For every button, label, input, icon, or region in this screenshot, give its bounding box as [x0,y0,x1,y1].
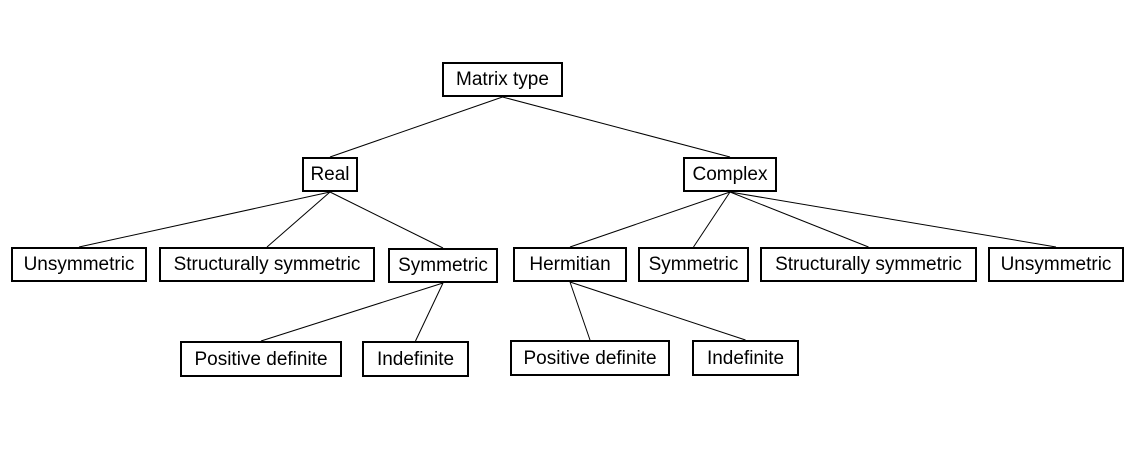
node-hermitian-positive-definite: Positive definite [510,340,670,376]
node-complex-hermitian: Hermitian [513,247,627,282]
node-real-unsymmetric: Unsymmetric [11,247,147,282]
node-matrix-type: Matrix type [442,62,563,97]
node-complex-unsymmetric: Unsymmetric [988,247,1124,282]
edge-real-to-real-structurally-symmetric [266,191,331,248]
edge-matrix-type-to-complex [502,96,731,158]
edge-complex-hermitian-to-hermitian-positive-definite [569,281,591,341]
edge-matrix-type-to-real [329,96,503,158]
node-real-symmetric: Symmetric [388,248,498,283]
node-complex-symmetric: Symmetric [638,247,749,282]
edge-real-symmetric-to-real-symmetric-indefinite [415,282,444,342]
node-real-symmetric-indefinite: Indefinite [362,341,469,377]
edge-real-symmetric-to-real-symmetric-positive-definite [260,282,444,342]
edge-real-to-real-unsymmetric [78,191,331,248]
node-complex: Complex [683,157,777,192]
node-real-symmetric-positive-definite: Positive definite [180,341,342,377]
node-hermitian-indefinite: Indefinite [692,340,799,376]
edge-complex-to-complex-symmetric [693,191,731,248]
node-real-structurally-symmetric: Structurally symmetric [159,247,375,282]
edge-real-to-real-symmetric [329,191,444,249]
edge-complex-to-complex-structurally-symmetric [729,191,869,248]
node-complex-structurally-symmetric: Structurally symmetric [760,247,977,282]
node-real: Real [302,157,358,192]
edge-complex-hermitian-to-hermitian-indefinite [569,281,746,341]
edge-complex-to-complex-unsymmetric [729,191,1057,248]
edge-complex-to-complex-hermitian [569,191,731,248]
